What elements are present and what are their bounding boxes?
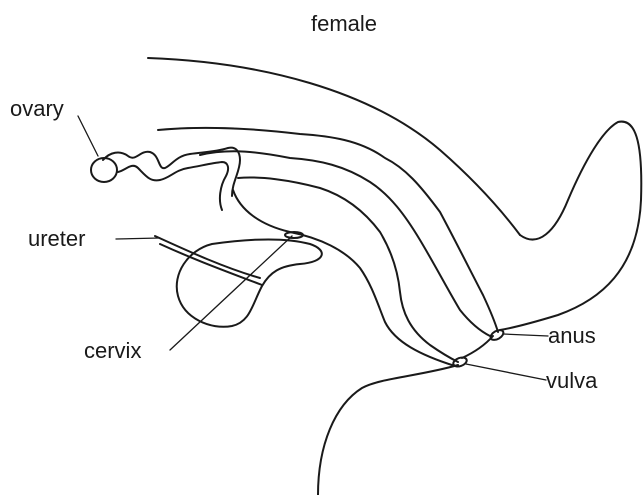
leg-outline	[462, 336, 493, 358]
anus-label: anus	[548, 325, 596, 347]
oviduct	[103, 148, 240, 196]
ureter-label: ureter	[28, 228, 85, 250]
ureter-duct	[155, 236, 262, 285]
vulva-label: vulva	[546, 370, 597, 392]
vagina-lower-wall	[238, 177, 458, 362]
cervix-leader	[170, 236, 292, 350]
vulva-leader	[466, 364, 546, 380]
diagram-title: female	[311, 13, 377, 35]
ovary-leader	[78, 116, 98, 156]
ovary-label: ovary	[10, 98, 64, 120]
uterus-inner-wall	[200, 151, 490, 336]
cervix-label: cervix	[84, 340, 141, 362]
belly-outline	[318, 365, 458, 495]
ovary-shape	[91, 158, 117, 182]
ureter-leader	[116, 238, 160, 239]
vulva-opening	[452, 356, 468, 368]
uterus-upper-wall	[158, 128, 498, 332]
anus-opening	[489, 328, 505, 342]
back-outline	[148, 58, 520, 235]
oviduct-inner	[118, 162, 228, 210]
anus-leader	[503, 334, 548, 336]
bladder	[177, 239, 322, 326]
hindquarter-outline	[500, 122, 641, 330]
